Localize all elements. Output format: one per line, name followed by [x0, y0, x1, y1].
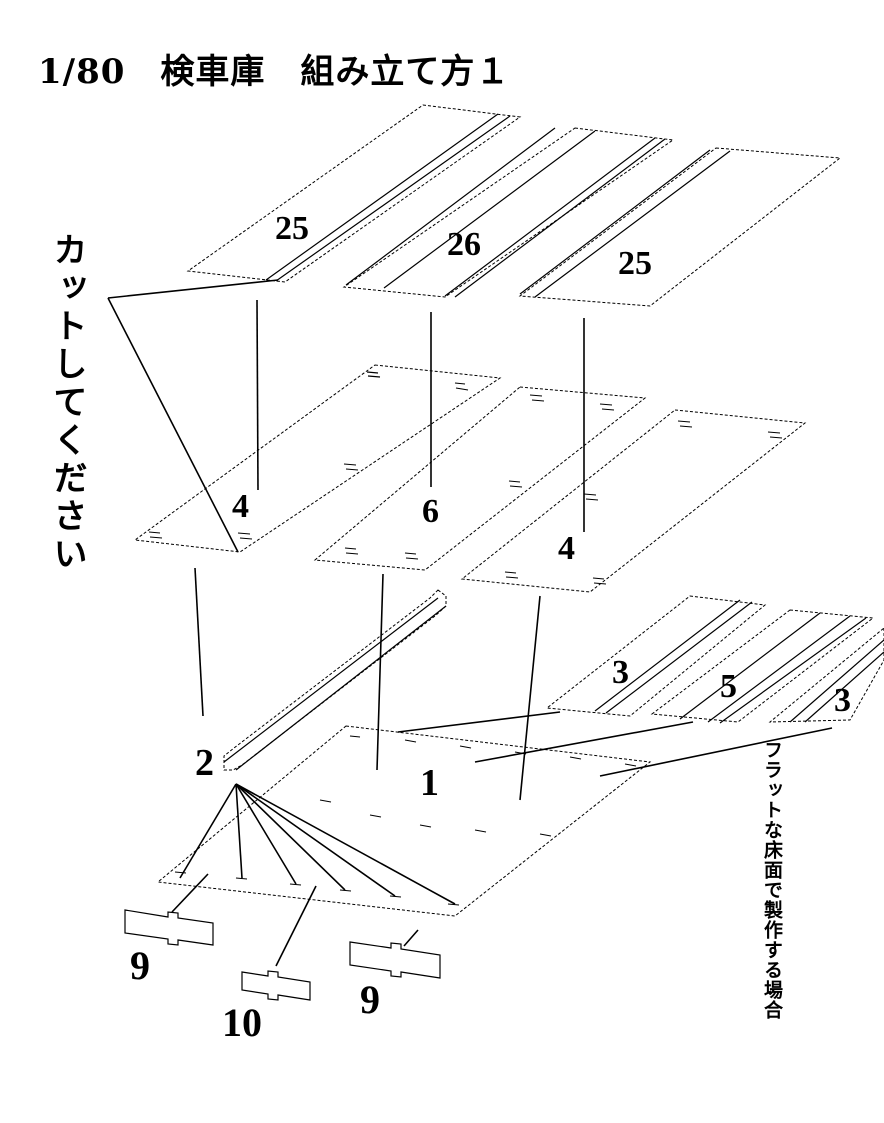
label-part-9-right: 9 [360, 977, 380, 1022]
label-part-1: 1 [420, 762, 439, 804]
floor-panel-3-top [545, 595, 767, 717]
leader-lines [107, 279, 833, 967]
page-title: 1/80 検車庫 組み立て方１ [38, 52, 511, 92]
label-part-25-right: 25 [618, 245, 652, 282]
cut-instruction-note: カットしてください [47, 232, 87, 574]
roof-frame-4-right [460, 409, 807, 593]
label-part-9-left: 9 [130, 943, 150, 988]
roof-frame-6 [313, 386, 647, 571]
roof-panel-25-right [518, 147, 842, 307]
label-part-5: 5 [720, 668, 737, 705]
tab-part-9-left [124, 909, 214, 946]
label-part-4-left: 4 [232, 488, 249, 525]
floor-panel-3-right [768, 627, 884, 723]
label-part-26: 26 [447, 226, 481, 263]
label-part-25-left: 25 [275, 210, 309, 247]
label-part-10: 10 [222, 1000, 262, 1045]
tab-part-9-right [349, 941, 441, 979]
roof-panel-26 [342, 127, 675, 298]
floor-panel-5 [650, 609, 875, 724]
label-part-2: 2 [195, 742, 214, 784]
label-part-3-top: 3 [612, 654, 629, 691]
base-plate-1 [156, 725, 652, 917]
label-part-4-right: 4 [558, 530, 575, 567]
flat-floor-note: フラットな床面で製作する場合 [761, 740, 783, 1020]
label-part-6: 6 [422, 493, 439, 530]
roof-panel-25-left [186, 104, 522, 283]
tab-part-10 [241, 970, 311, 1001]
wall-part-2 [223, 589, 447, 771]
roof-frame-4-left [133, 364, 502, 553]
label-part-3-right: 3 [834, 682, 851, 719]
